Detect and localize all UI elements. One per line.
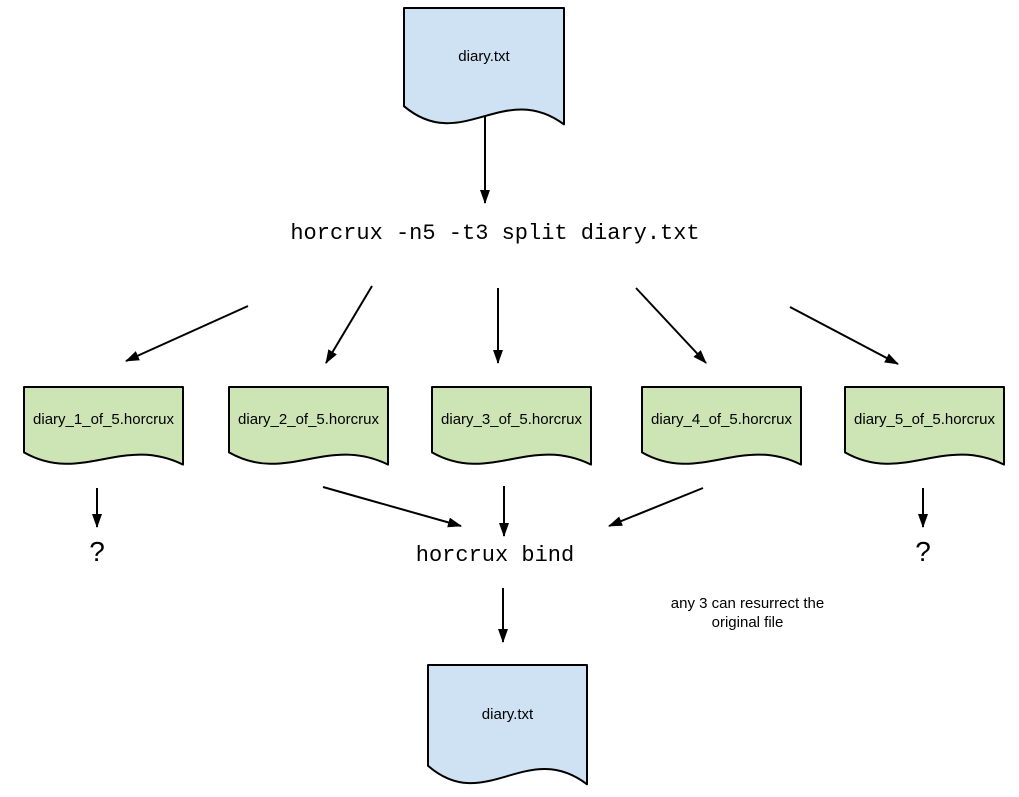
annotation-line-1: any 3 can resurrect the <box>670 595 825 612</box>
node-horcrux-4: diary_4_of_5.horcrux <box>641 386 802 467</box>
document-shape <box>641 386 802 466</box>
arrow-split-to-h1 <box>125 305 249 362</box>
document-shape <box>427 664 588 786</box>
document-shape <box>403 7 565 126</box>
arrow-split-to-h4 <box>635 287 707 364</box>
node-horcrux-5: diary_5_of_5.horcrux <box>844 386 1005 467</box>
arrow-split-to-h5 <box>789 306 899 365</box>
horcrux-3-label: diary_3_of_5.horcrux <box>441 410 582 428</box>
node-bind-command: horcrux bind <box>415 543 575 568</box>
arrow-h4-to-bind <box>608 487 704 527</box>
arrow-h2-to-bind <box>322 486 462 528</box>
document-shape <box>23 386 184 466</box>
document-shape <box>228 386 389 466</box>
horcrux-2-label: diary_2_of_5.horcrux <box>238 410 379 428</box>
horcrux-4-label: diary_4_of_5.horcrux <box>651 410 792 428</box>
node-source-file: diary.txt <box>403 7 565 128</box>
node-horcrux-2: diary_2_of_5.horcrux <box>228 386 389 467</box>
horcrux-1-label: diary_1_of_5.horcrux <box>33 410 174 428</box>
source-file-label: diary.txt <box>458 48 510 66</box>
node-split-command: horcrux -n5 -t3 split diary.txt <box>290 221 700 246</box>
annotation-note: any 3 can resurrect the original file <box>640 594 855 632</box>
node-horcrux-1: diary_1_of_5.horcrux <box>23 386 184 467</box>
unknown-right-question: ? <box>915 536 931 567</box>
annotation-line-2: original file <box>711 614 784 631</box>
unknown-left-question: ? <box>89 536 105 567</box>
node-horcrux-3: diary_3_of_5.horcrux <box>431 386 592 467</box>
document-shape <box>431 386 592 466</box>
node-restored-file: diary.txt <box>427 664 588 788</box>
arrow-split-to-h2 <box>325 285 373 364</box>
restored-file-label: diary.txt <box>481 706 534 724</box>
document-shape <box>844 386 1005 466</box>
horcrux-5-label: diary_5_of_5.horcrux <box>854 410 995 428</box>
